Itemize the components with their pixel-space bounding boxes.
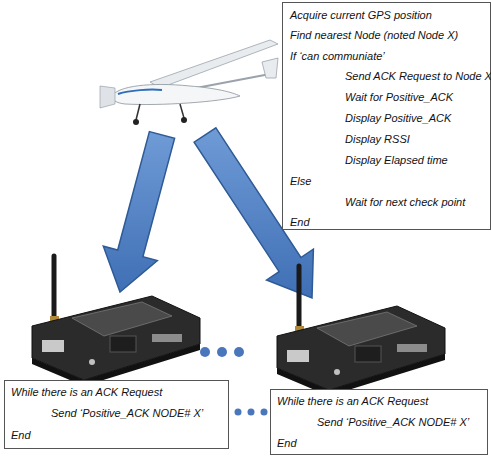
code-line: End [290,216,310,229]
uav [100,40,278,125]
block-arrow [103,132,174,292]
code-line: Send ACK Request to Node X [345,70,491,83]
code-line: Wait for Positive_ACK [345,91,453,104]
code-line: Find nearest Node (noted Node X) [290,29,458,42]
ellipsis-dot [261,409,268,416]
code-line: Wait for next check point [345,196,465,209]
gear [136,104,140,120]
code-line: If ‘can communiate’ [290,50,385,63]
code-line: While there is an ACK Request [11,386,162,399]
code-line: End [277,437,297,450]
code-line: Display Elapsed time [345,154,448,167]
code-line: Send ‘Positive_ACK NODE# X’ [317,416,469,429]
code-box: While there is an ACK RequestSend ‘Posit… [270,389,488,455]
stripe [118,90,162,94]
wheel [133,119,139,125]
gear [180,104,184,118]
code-box: Acquire current GPS positionFind nearest… [282,2,491,230]
code-line: Display RSSI [345,133,410,146]
ellipsis-dot [200,347,210,357]
propeller [100,86,115,108]
code-line: Send ‘Positive_ACK NODE# X’ [51,407,203,420]
code-line: Display Positive_ACK [345,112,451,125]
code-line: Else [290,175,311,188]
sensor-board [32,256,200,386]
wheel [181,117,187,123]
wing [150,40,278,88]
sensor-board [277,266,445,396]
ellipsis-dot [217,347,227,357]
ellipsis-dot [234,347,244,357]
ellipsis-dot [248,409,255,416]
fuselage [112,84,240,104]
code-line: End [11,429,31,442]
ellipsis-dot [235,409,242,416]
code-line: Acquire current GPS position [290,9,432,22]
tail [262,58,278,78]
code-box: While there is an ACK RequestSend ‘Posit… [4,380,229,449]
code-line: While there is an ACK Request [277,395,428,408]
